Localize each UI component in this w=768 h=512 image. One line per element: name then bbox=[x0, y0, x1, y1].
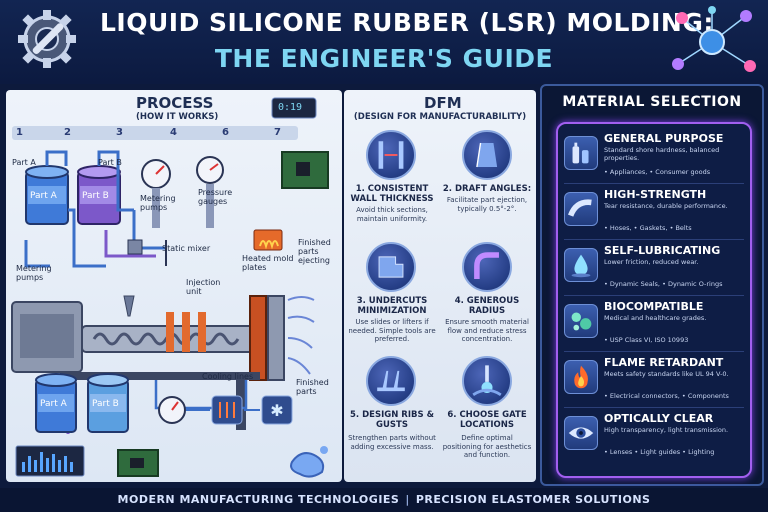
ribs-icon bbox=[366, 356, 416, 406]
step-2: 2 bbox=[64, 127, 71, 138]
material-name: SELF-LUBRICATING bbox=[604, 244, 721, 257]
material-desc: High transparency, light transmission. bbox=[604, 426, 729, 434]
dfm-item-4-desc: Ensure smooth material flow and reduce s… bbox=[445, 318, 529, 343]
material-desc: Lower friction, reduced wear. bbox=[604, 258, 699, 266]
material-name: BIOCOMPATIBLE bbox=[604, 300, 704, 313]
label-heated-mold-plates: Heated mold plates bbox=[242, 254, 294, 272]
label-part-a: Part A bbox=[12, 158, 36, 167]
drum-part-a bbox=[25, 165, 69, 225]
material-apps: • Hoses, • Gaskets, • Belts bbox=[604, 224, 692, 232]
gate-location-icon bbox=[462, 356, 512, 406]
material-selection-panel: MATERIAL SELECTION GENERAL PURPOSE Stand… bbox=[540, 84, 764, 486]
dfm-item-5-desc: Strengthen parts without adding excessiv… bbox=[348, 434, 436, 451]
label-finished-ejecting: Finished parts ejecting bbox=[298, 238, 331, 265]
bottles-icon bbox=[564, 136, 598, 170]
material-name: GENERAL PURPOSE bbox=[604, 132, 724, 145]
label-static-mixer: Static mixer bbox=[162, 244, 211, 253]
dfm-item-2-heading: 2. DRAFT ANGLES: bbox=[442, 184, 532, 194]
drum-bottom-part-a bbox=[35, 373, 77, 433]
flame-icon bbox=[564, 360, 598, 394]
cells-icon bbox=[564, 304, 598, 338]
dfm-item-6-heading: 6. CHOOSE GATE LOCATIONS bbox=[447, 410, 527, 430]
process-panel: ✱ PROCESS (HOW IT WORKS) 1 2 3 4 6 7 0:1… bbox=[6, 90, 342, 482]
drum-label-b: Part B bbox=[82, 191, 109, 201]
material-apps: • Dynamic Seals, • Dynamic O-rings bbox=[604, 280, 723, 288]
material-card-general-purpose: GENERAL PURPOSE Standard shore hardness,… bbox=[564, 130, 744, 184]
draft-angle-icon bbox=[462, 130, 512, 180]
dfm-panel: DFM (DESIGN FOR MANUFACTURABILITY) 1. CO… bbox=[344, 90, 536, 482]
footer-left: MODERN MANUFACTURING TECHNOLOGIES bbox=[117, 493, 400, 506]
material-list: GENERAL PURPOSE Standard shore hardness,… bbox=[556, 122, 752, 478]
step-3: 3 bbox=[116, 127, 123, 138]
dfm-item-2-desc: Facilitate part ejection, typically 0.5°… bbox=[446, 196, 528, 213]
material-name: FLAME RETARDANT bbox=[604, 356, 724, 369]
gear-wrench-icon bbox=[18, 10, 76, 68]
dfm-item-6-desc: Define optimal positioning for aesthetic… bbox=[442, 434, 532, 459]
page-title: LIQUID SILICONE RUBBER (LSR) MOLDING: bbox=[100, 8, 714, 37]
material-name: HIGH-STRENGTH bbox=[604, 188, 707, 201]
drum-bottom-label-b: Part B bbox=[92, 399, 119, 409]
material-apps: • USP Class VI, ISO 10993 bbox=[604, 336, 689, 344]
material-card-biocompatible: BIOCOMPATIBLE Medical and healthcare gra… bbox=[564, 298, 744, 352]
process-diagram: ✱ bbox=[11, 97, 329, 478]
label-metering-pumps-left: Metering pumps bbox=[16, 264, 52, 282]
material-desc: Meets safety standards like UL 94 V-0. bbox=[604, 370, 729, 378]
dfm-item-3-heading: 3. UNDERCUTS MINIMIZATION bbox=[356, 296, 428, 316]
footer: MODERN MANUFACTURING TECHNOLOGIES | PRECIS… bbox=[0, 488, 768, 512]
drum-part-b bbox=[77, 165, 121, 225]
undercut-icon bbox=[366, 242, 416, 292]
dfm-item-5-heading: 5. DESIGN RIBS & GUSTS bbox=[350, 410, 434, 430]
step-7: 7 bbox=[274, 127, 281, 138]
page-subtitle: THE ENGINEER'S GUIDE bbox=[214, 44, 554, 73]
label-finished-parts: Finished parts bbox=[296, 378, 329, 396]
material-card-flame-retardant: FLAME RETARDANT Meets safety standards l… bbox=[564, 354, 744, 408]
drum-bottom-part-b bbox=[87, 373, 129, 433]
footer-separator: | bbox=[405, 493, 410, 506]
svg-text:✱: ✱ bbox=[270, 401, 283, 420]
droplet-icon bbox=[564, 248, 598, 282]
label-cooling-lines: Cooling lines bbox=[202, 372, 254, 381]
wall-thickness-icon bbox=[366, 130, 416, 180]
material-card-high-strength: HIGH-STRENGTH Tear resistance, durable p… bbox=[564, 186, 744, 240]
material-desc: Tear resistance, durable performance. bbox=[604, 202, 728, 210]
material-apps: • Appliances, • Consumer goods bbox=[604, 168, 711, 176]
material-apps: • Electrical connectors, • Components bbox=[604, 392, 729, 400]
molecule-icon bbox=[672, 6, 756, 72]
dfm-item-1-heading: 1. CONSISTENT WALL THICKNESS bbox=[350, 184, 434, 204]
process-title: PROCESS bbox=[136, 94, 214, 112]
material-apps: • Lenses • Light guides • Lighting bbox=[604, 448, 715, 456]
drum-bottom-label-a: Part A bbox=[40, 399, 67, 409]
step-6: 6 bbox=[222, 127, 229, 138]
dfm-item-1-desc: Avoid thick sections, maintain uniformit… bbox=[356, 206, 428, 223]
material-card-self-lubricating: SELF-LUBRICATING Lower friction, reduced… bbox=[564, 242, 744, 296]
drum-label-a: Part A bbox=[30, 191, 57, 201]
material-desc: Standard shore hardness, balanced proper… bbox=[604, 146, 720, 162]
dfm-item-3-desc: Use slides or lifters if needed. Simple … bbox=[348, 318, 436, 343]
label-part-b: Part B bbox=[98, 158, 122, 167]
material-title: MATERIAL SELECTION bbox=[562, 94, 742, 110]
dfm-title: DFM bbox=[424, 94, 462, 112]
label-metering-pumps-top: Metering pumps bbox=[140, 194, 176, 212]
dfm-subtitle: (DESIGN FOR MANUFACTURABILITY) bbox=[353, 112, 527, 122]
material-card-optically-clear: OPTICALLY CLEAR High transparency, light… bbox=[564, 410, 744, 464]
header-banner: LIQUID SILICONE RUBBER (LSR) MOLDING: TH… bbox=[0, 0, 768, 84]
dfm-item-4-heading: 4. GENEROUS RADIUS bbox=[454, 296, 520, 316]
step-4: 4 bbox=[170, 127, 177, 138]
label-injection-unit: Injection unit bbox=[186, 278, 221, 296]
material-name: OPTICALLY CLEAR bbox=[604, 412, 714, 425]
eye-icon bbox=[564, 416, 598, 450]
process-subtitle: (HOW IT WORKS) bbox=[136, 112, 219, 122]
step-1: 1 bbox=[16, 127, 23, 138]
hose-icon bbox=[564, 192, 598, 226]
radius-icon bbox=[462, 242, 512, 292]
footer-right: PRECISION ELASTOMER SOLUTIONS bbox=[415, 493, 651, 506]
label-pressure-gauges: Pressure gauges bbox=[198, 188, 233, 206]
timer-readout: 0:19 bbox=[278, 102, 303, 113]
material-desc: Medical and healthcare grades. bbox=[604, 314, 707, 322]
